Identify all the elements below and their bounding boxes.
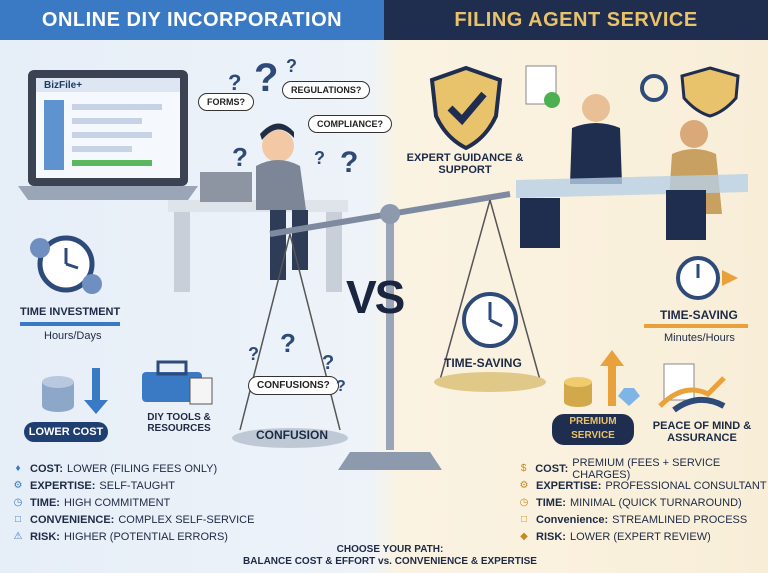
question-mark-icon: ? [314, 148, 325, 168]
left-comparison-list: ♦COST:LOWER (FILING FEES ONLY) ⚙EXPERTIS… [12, 460, 255, 545]
compliance-bubble: COMPLIANCE? [308, 115, 392, 133]
footer: CHOOSE YOUR PATH: BALANCE COST & EFFORT … [240, 544, 540, 568]
list-item: ◆RISK:LOWER (EXPERT REVIEW) [518, 528, 768, 545]
balance-scale [220, 190, 560, 480]
time-investment-title: TIME INVESTMENT [20, 306, 121, 318]
list-item: ♦COST:LOWER (FILING FEES ONLY) [12, 460, 254, 477]
vs-label: VS [346, 271, 405, 323]
laptop-brand: BizFile+ [44, 80, 83, 91]
clock-icon: ◷ [13, 496, 23, 508]
right-header: FILING AGENT SERVICE [384, 0, 768, 40]
list-item: ⚠RISK:HIGHER (POTENTIAL ERRORS) [13, 530, 228, 543]
right-comparison-list: $COST:PREMIUM (FEES + SERVICE CHARGES) ⚙… [518, 457, 768, 545]
question-mark-icon: ? [340, 146, 359, 179]
diy-tools-label: DIY TOOLS & RESOURCES [147, 412, 211, 434]
shield-icon: ◆ [520, 530, 528, 542]
list-item: ⚙EXPERTISE:SELF-TAUGHT [13, 479, 175, 492]
peace-of-mind-label: PEACE OF MIND & ASSURANCE [652, 420, 752, 444]
money-bag-icon: $ [520, 462, 527, 474]
handshake-icon: ⚙ [519, 479, 529, 491]
expert-guidance-label: EXPERT GUIDANCE & SUPPORT [406, 152, 524, 176]
desk-scene [160, 120, 360, 300]
question-mark-icon: ? [322, 352, 335, 374]
list-item: $COST:PREMIUM (FEES + SERVICE CHARGES) [518, 457, 768, 481]
confusion-scale-label: CONFUSION [256, 428, 328, 442]
handshake-chart-icon [654, 362, 744, 414]
time-investment-arrow [20, 322, 120, 326]
regulations-bubble: REGULATIONS? [282, 81, 371, 99]
premium-service-badge: PREMIUM SERVICE [552, 414, 634, 445]
time-saving-unit: Minutes/Hours [664, 332, 735, 344]
time-saving-arrow [644, 324, 748, 328]
tag-icon: ♦ [15, 462, 21, 474]
list-item: ◷TIME:HIGH COMMITMENT [13, 496, 171, 509]
list-item: □Convenience:STREAMLINED PROCESS [518, 511, 768, 528]
footer-line2: BALANCE COST & EFFORT vs. CONVENIENCE & … [243, 556, 537, 567]
list-item: ⚙EXPERTISE:PROFESSIONAL CONSULTANT [519, 479, 767, 492]
laptop-illustration [18, 70, 198, 200]
time-saving-title: TIME-SAVING [660, 308, 738, 322]
stopwatch-gears-icon [26, 228, 106, 298]
list-item: ◷TIME:MINIMAL (QUICK TURNAROUND) [519, 496, 742, 509]
stopwatch-icon [672, 252, 742, 302]
footer-line1: CHOOSE YOUR PATH: [336, 544, 444, 555]
toolbox-icon [136, 350, 216, 406]
laptop: BizFile+ [18, 64, 198, 214]
question-mark-icon: ? [228, 70, 242, 95]
shield-crown-icon [426, 64, 506, 151]
question-mark-icon: ? [254, 56, 279, 100]
lower-cost-badge: LOWER COST [24, 422, 108, 442]
list-item: □CONVENIENCE:COMPLEX SELF-SERVICE [12, 511, 255, 528]
money-up-icon [560, 346, 640, 410]
warning-icon: ⚠ [13, 530, 23, 542]
folder-icon: □ [520, 513, 528, 525]
time-investment-unit: Hours/Days [44, 330, 102, 342]
meeting-scene [516, 64, 756, 254]
question-mark-icon: ? [232, 142, 248, 172]
question-mark-icon: ? [286, 56, 297, 76]
left-header: ONLINE DIY INCORPORATION [0, 0, 384, 40]
coins-down-icon [34, 362, 114, 418]
confusions-bubble: CONFUSIONS? [248, 376, 339, 395]
time-saving-scale-label: TIME-SAVING [444, 356, 522, 370]
clock-icon: ◷ [519, 496, 529, 508]
forms-bubble: FORMS? [198, 93, 254, 111]
folder-icon: □ [14, 513, 22, 525]
gear-icon: ⚙ [13, 479, 23, 491]
question-mark-icon: ? [248, 344, 259, 364]
desk-illustration [168, 123, 348, 292]
question-mark-icon: ? [336, 378, 346, 395]
question-mark-icon: ? [280, 328, 296, 358]
